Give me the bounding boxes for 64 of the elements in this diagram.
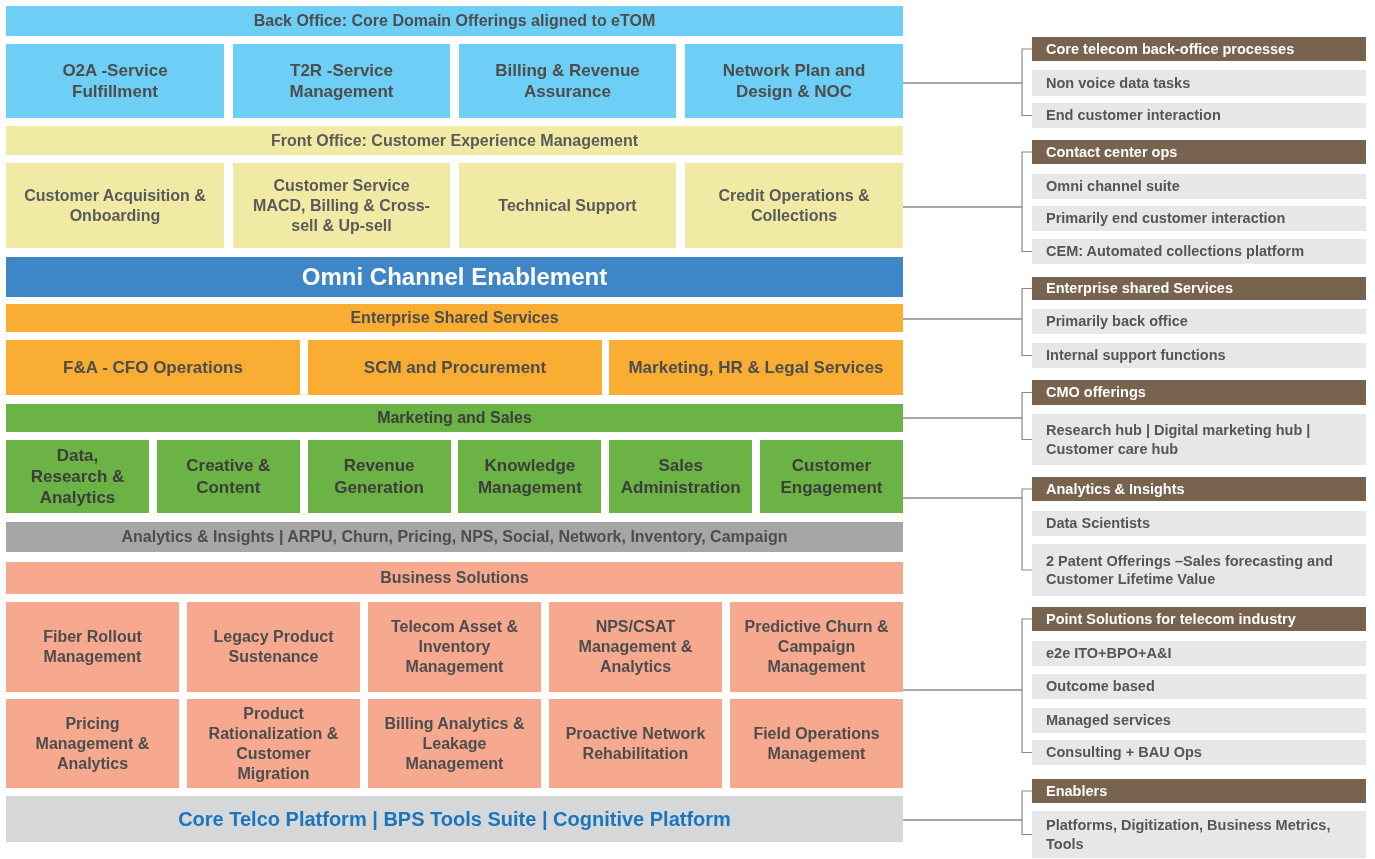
section-band: Omni Channel Enablement [6,257,903,297]
service-box: Data, Research & Analytics [6,440,149,513]
service-box: Creative & Content [156,440,300,513]
service-box: Product Rationalization & Customer Migration [187,699,360,788]
service-box: Sales Administration [609,440,753,513]
item-box: Managed services [1032,708,1366,733]
service-box: Customer Acquisition & Onboarding [6,163,224,248]
service-box: Knowledge Management [458,440,602,513]
service-box: Legacy Product Sustenance [187,602,360,692]
service-box: Credit Operations & Collections [685,163,903,248]
section-band: Back Office: Core Domain Offerings aligned to eTOM [6,6,903,36]
service-box: Billing Analytics & Leakage Management [368,699,541,788]
item-box: Primarily end customer interaction [1032,206,1366,231]
connector-line [902,206,1033,253]
connector-line [902,689,1033,754]
item-box: Platforms, Digitization, Business Metrics, Tools [1032,811,1366,858]
item-box: Consulting + BAU Ops [1032,740,1366,765]
service-box: O2A -Service Fulfillment [6,44,224,118]
platform-band: Core Telco Platform | BPS Tools Suite | Cognitive Platform [6,796,903,842]
section-band: Analytics & Insights | ARPU, Churn, Pricing, NPS, Social, Network, Inventory, Campaign [6,522,903,552]
service-box: SCM and Procurement [308,340,602,395]
service-box: F&A - CFO Operations [6,340,300,395]
section-band: Business Solutions [6,562,903,594]
service-box: NPS/CSAT Management & Analytics [549,602,722,692]
service-box: Marketing, HR & Legal Services [609,340,903,395]
connector-line [902,497,1033,571]
service-box: Technical Support [459,163,676,248]
category-header: Enterprise shared Services [1032,277,1366,300]
category-header: Enablers [1032,779,1366,803]
category-header: Point Solutions for telecom industry [1032,607,1366,631]
connector-line [902,318,1033,357]
item-box: End customer interaction [1032,103,1366,128]
section-band: Marketing and Sales [6,404,903,432]
service-box: Customer Service MACD, Billing & Cross-sell & Up-sell [233,163,450,248]
service-box: Pricing Management & Analytics [6,699,179,788]
service-box: Network Plan and Design & NOC [685,44,903,118]
service-box: Telecom Asset & Inventory Management [368,602,541,692]
section-band: Front Office: Customer Experience Management [6,126,903,155]
category-header: Contact center ops [1032,140,1366,164]
connector-line [902,82,1033,117]
service-box: Proactive Network Rehabilitation [549,699,722,788]
item-box: 2 Patent Offerings –Sales forecasting and Customer Lifetime Value [1032,544,1366,596]
section-band: Enterprise Shared Services [6,304,903,332]
item-box: Internal support functions [1032,343,1366,368]
item-box: CEM: Automated collections platform [1032,239,1366,264]
category-header: CMO offerings [1032,380,1366,405]
service-box: T2R -Service Management [233,44,450,118]
service-box: Customer Engagement [760,440,903,513]
service-box: Billing & Revenue Assurance [459,44,676,118]
service-box: Fiber Rollout Management [6,602,179,692]
item-box: Outcome based [1032,674,1366,699]
item-box: Non voice data tasks [1032,70,1366,96]
connector-line [902,819,1033,836]
service-box: Field Operations Management [730,699,903,788]
category-header: Analytics & Insights [1032,477,1366,501]
category-header: Core telecom back-office processes [1032,37,1366,61]
service-box: Revenue Generation [307,440,451,513]
item-box: Data Scientists [1032,511,1366,536]
item-box: e2e ITO+BPO+A&I [1032,641,1366,666]
item-box: Omni channel suite [1032,174,1366,199]
service-box: Predictive Churn & Campaign Management [730,602,903,692]
connector-line [902,417,1033,441]
item-box: Primarily back office [1032,309,1366,334]
item-box: Research hub | Digital marketing hub | Customer care hub [1032,414,1366,465]
